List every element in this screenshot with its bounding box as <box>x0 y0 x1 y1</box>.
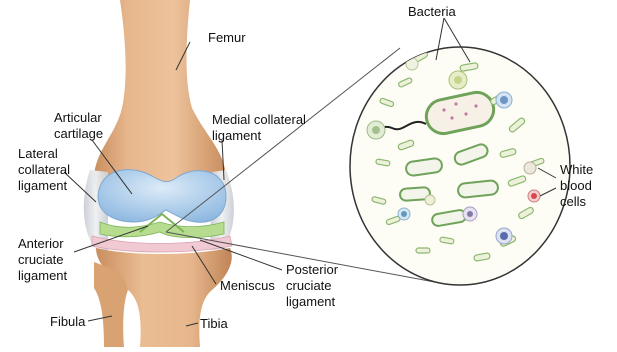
label-anterior-cruciate-ligament: Anterior cruciate ligament <box>18 236 67 284</box>
label-posterior-cruciate-ligament: Posterior cruciate ligament <box>286 262 338 310</box>
label-articular-cartilage: Articular cartilage <box>54 110 103 142</box>
label-tibia: Tibia <box>200 316 228 332</box>
label-fibula: Fibula <box>50 314 85 330</box>
femur-bone <box>94 0 226 192</box>
label-medial-collateral-ligament: Medial collateral ligament <box>212 112 306 144</box>
knee-joint <box>84 0 234 347</box>
label-bacteria: Bacteria <box>408 4 456 20</box>
label-lateral-collateral-ligament: Lateral collateral ligament <box>18 146 70 194</box>
label-meniscus: Meniscus <box>220 278 275 294</box>
label-femur: Femur <box>208 30 246 46</box>
bacteria-magnified-view <box>350 47 570 285</box>
label-white-blood-cells: White blood cells <box>560 162 593 210</box>
cruciate-ligaments <box>100 222 224 238</box>
